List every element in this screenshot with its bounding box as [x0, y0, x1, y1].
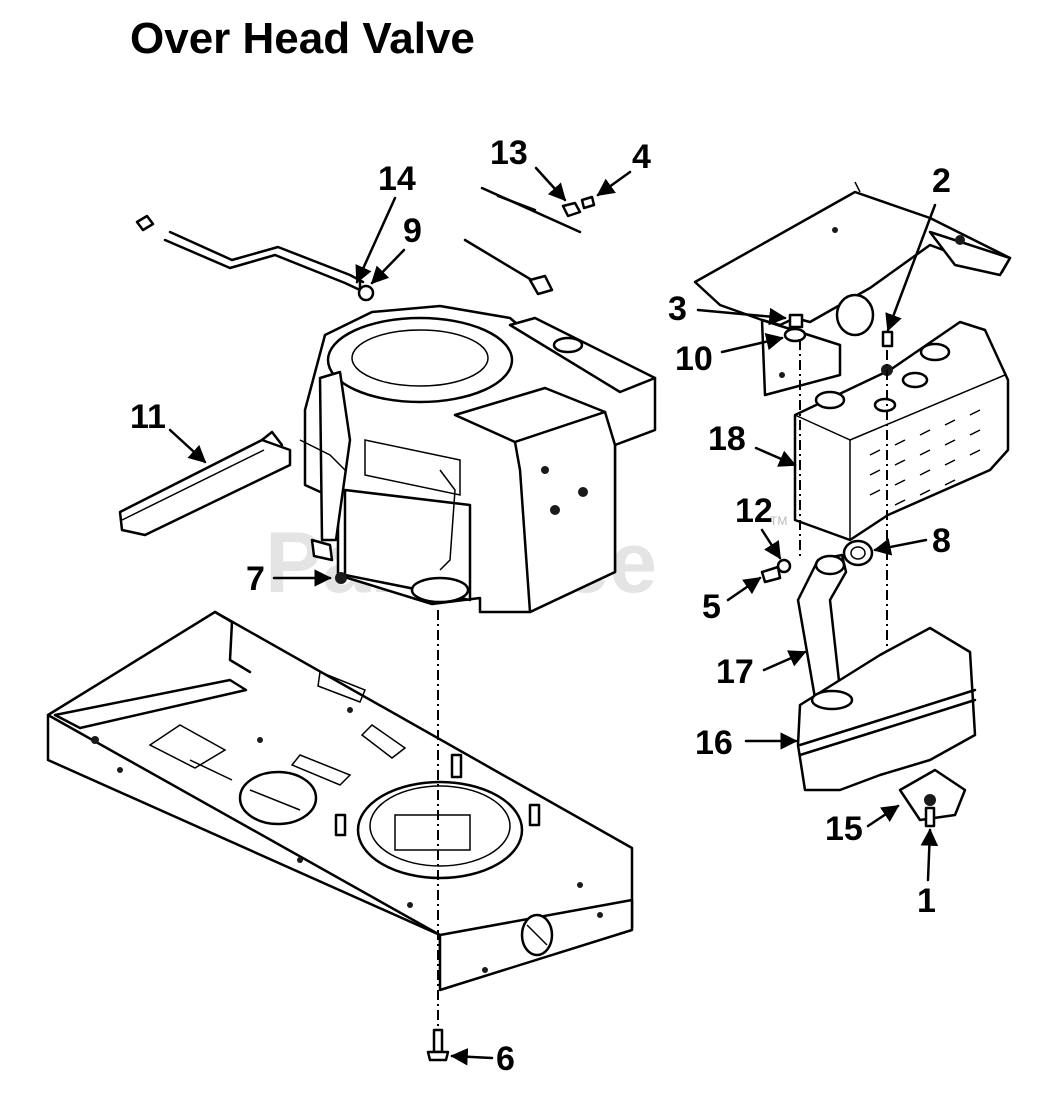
part-8-gasket	[842, 539, 874, 567]
part-10-washer	[783, 327, 807, 343]
callout-4: 4	[632, 138, 651, 176]
part-3-screw	[788, 313, 804, 329]
callout-labels: 1 2 3 4 5 6 7 8 9 10 11 12 13 14 15 16 1…	[130, 134, 951, 1078]
callout-17: 17	[716, 653, 754, 691]
part-1-screw	[924, 806, 936, 828]
callout-13: 13	[490, 134, 528, 172]
callout-9: 9	[403, 212, 422, 250]
callout-3: 3	[668, 290, 687, 328]
part-14-dipstick-tube	[135, 214, 365, 294]
chassis-frame	[46, 610, 634, 992]
part-16-muffler	[796, 626, 977, 792]
callout-11: 11	[130, 398, 166, 436]
part-15-bracket	[898, 768, 967, 822]
part-13-cable	[463, 186, 582, 296]
part-6-bolt	[426, 1028, 450, 1062]
engine-assembly	[299, 304, 657, 614]
callout-8: 8	[932, 522, 951, 560]
callout-15: 15	[825, 810, 863, 848]
part-17-exhaust-pipe	[796, 553, 848, 700]
guard-louvers	[869, 409, 981, 506]
callout-10: 10	[675, 340, 713, 378]
callout-5: 5	[702, 588, 721, 626]
part-18-muffler-guard	[793, 320, 1010, 542]
diagram-title: Over Head Valve	[130, 14, 475, 63]
callout-14: 14	[378, 160, 416, 198]
part-11-shield	[118, 430, 292, 537]
watermark-trademark: TM	[770, 514, 787, 528]
callout-7: 7	[246, 560, 265, 598]
callout-16: 16	[695, 724, 733, 762]
callout-18: 18	[708, 420, 746, 458]
callout-2: 2	[932, 162, 951, 200]
part-4-screw	[580, 195, 596, 210]
part-9-clip	[357, 284, 375, 302]
callout-6: 6	[496, 1040, 515, 1078]
part-5-bolt	[760, 565, 782, 584]
callout-leaders	[168, 166, 939, 1066]
callout-1: 1	[917, 882, 936, 920]
callout-12: 12	[735, 492, 773, 530]
part-7-nut	[335, 572, 347, 584]
